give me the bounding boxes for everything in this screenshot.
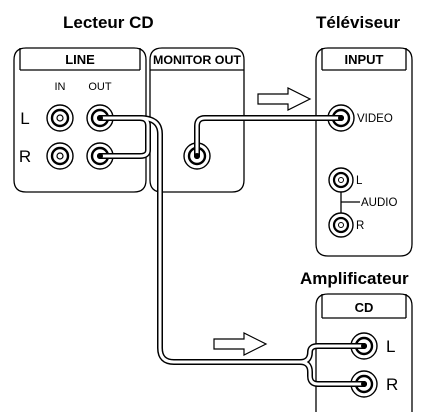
amp-cd-panel: CD L R	[315, 293, 413, 412]
line-left-label: L	[20, 109, 29, 128]
monitor-out-header: MONITOR OUT	[153, 55, 241, 67]
line-header: LINE	[65, 52, 95, 67]
tv-audio-right-jack[interactable]	[328, 212, 354, 238]
tv-title: Téléviseur	[316, 13, 400, 32]
cd-player-title: Lecteur CD	[63, 13, 154, 32]
cd-line-panel: LINE IN OUT L R	[13, 47, 147, 193]
audio-cable	[97, 115, 367, 387]
tv-audio-right-label: R	[356, 220, 364, 232]
input-header: INPUT	[345, 52, 384, 67]
amplifier-title: Amplificateur	[300, 269, 409, 288]
tv-audio-left-jack[interactable]	[328, 167, 354, 193]
video-cable	[194, 115, 344, 159]
amp-right-label: R	[386, 375, 398, 394]
video-signal-arrow	[257, 87, 312, 111]
video-label: VIDEO	[357, 113, 393, 125]
in-label: IN	[55, 81, 66, 93]
tv-audio-left-label: L	[356, 175, 363, 187]
cd-header: CD	[355, 300, 374, 315]
tv-input-panel: INPUT VIDEO L AUDIO R	[315, 47, 413, 257]
audio-signal-arrow	[213, 332, 268, 356]
line-right-label: R	[19, 147, 31, 166]
amp-left-label: L	[386, 337, 395, 356]
out-label: OUT	[88, 81, 112, 93]
line-in-left-jack[interactable]	[46, 104, 74, 132]
monitor-out-jack[interactable]	[183, 142, 211, 170]
audio-label: AUDIO	[361, 197, 397, 209]
line-in-right-jack[interactable]	[46, 142, 74, 170]
